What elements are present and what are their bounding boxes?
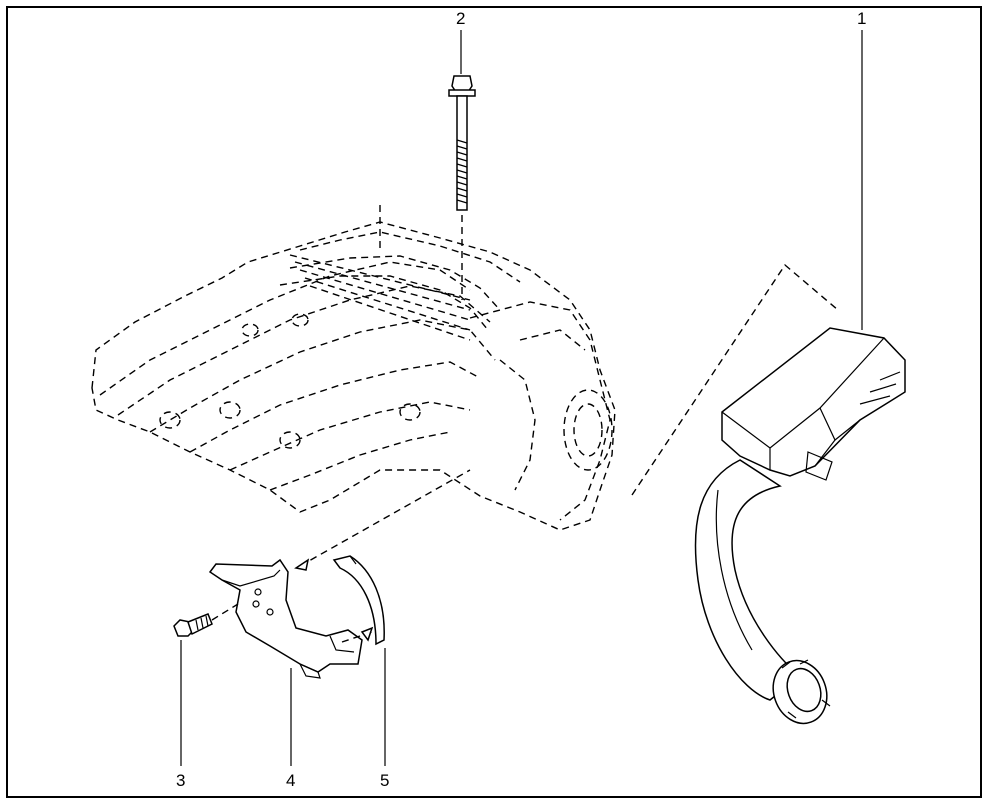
callout-2: 2	[456, 9, 465, 28]
projection-line	[299, 469, 471, 567]
clip-band	[332, 555, 385, 646]
callout-1: 1	[857, 9, 866, 28]
small-bolt	[173, 603, 239, 637]
drawing-frame	[6, 6, 982, 798]
arrow-head	[294, 558, 310, 571]
air-intake-duct	[631, 263, 906, 725]
intake-manifold	[91, 205, 616, 531]
long-bolt	[448, 75, 476, 211]
callout-5: 5	[380, 771, 389, 790]
callout-3: 3	[176, 771, 185, 790]
bracket	[208, 558, 363, 679]
callout-4: 4	[286, 771, 295, 790]
